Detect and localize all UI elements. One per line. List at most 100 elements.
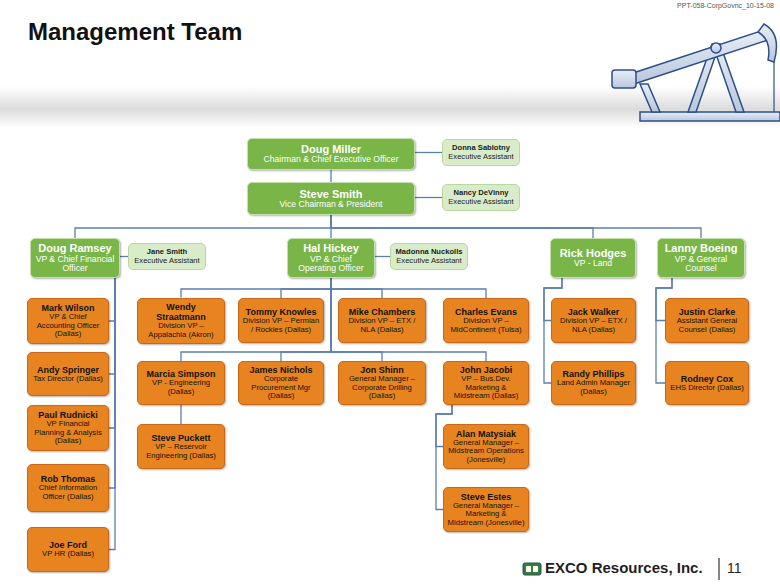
person-name: Jon Shinn (360, 365, 404, 375)
person-name: Doug Ramsey (38, 242, 111, 254)
executive-box: Hal HickeyVP & Chief Operating Officer (287, 238, 375, 278)
manager-box: Rodney CoxEHS Director (Dallas) (665, 361, 749, 405)
person-name: John Jacobi (460, 365, 513, 375)
job-title: Land Admin Manager (Dallas) (555, 379, 632, 396)
job-title: Division VP – Permian / Rockies (Dallas) (242, 317, 320, 334)
job-title: Vice Chairman & President (279, 200, 382, 210)
job-title: EHS Director (Dallas) (670, 384, 743, 393)
job-title: Executive Assistant (396, 257, 461, 266)
manager-box: Alan MatysiakGeneral Manager – Midstream… (443, 424, 529, 469)
manager-box: Jon ShinnGeneral Manager – Corporate Dri… (338, 361, 426, 405)
job-title: VP - Land (574, 259, 612, 269)
page-number: 11 (727, 560, 742, 576)
exco-logo (523, 563, 541, 575)
job-title: VP – Bus.Dev. Marketing & Midstream (Dal… (447, 375, 525, 401)
reporting-line (415, 197, 442, 198)
manager-box: Rob ThomasChief Information Officer (Dal… (27, 464, 109, 512)
job-title: Corporate Procurement Mgr (Dallas) (242, 375, 320, 401)
person-name: Alan Matysiak (456, 429, 516, 439)
job-title: VP – Reservoir Engineering (Dallas) (141, 443, 221, 460)
job-title: Division VP – Appalachia (Akron) (141, 322, 221, 339)
person-name: Doug Miller (301, 143, 361, 155)
reporting-line (375, 256, 390, 257)
manager-box: Mark WilsonVP & Chief Accounting Officer… (27, 298, 109, 344)
assistant-box: Jane SmithExecutive Assistant (128, 243, 206, 270)
job-title: Chairman & Chief Executive Officer (263, 155, 398, 165)
executive-box: Steve SmithVice Chairman & President (247, 182, 415, 215)
reporting-line (109, 278, 115, 321)
person-name: Mike Chambers (349, 307, 416, 317)
person-name: Steve Puckett (151, 433, 210, 443)
reporting-line (331, 278, 486, 298)
person-name: Jane Smith (147, 248, 188, 257)
person-name: Steve Smith (300, 188, 363, 200)
reporting-line (331, 215, 701, 238)
person-name: Andy Springer (37, 365, 99, 375)
manager-box: Marcia SimpsonVP - Engineering (Dallas) (137, 361, 225, 405)
reporting-line (180, 405, 181, 424)
person-name: James Nichols (249, 365, 312, 375)
executive-box: Lanny BoeingVP & General Counsel (657, 238, 745, 278)
person-name: Tommy Knowles (246, 307, 317, 317)
reporting-line (120, 256, 128, 257)
company-name: EXCO Resources, Inc. (545, 559, 703, 576)
person-name: Joe Ford (49, 540, 87, 550)
job-title: Division VP – ETX / NLA (Dallas) (342, 317, 422, 334)
person-name: Madonna Nuckolls (395, 248, 462, 257)
executive-box: Doug RamseyVP & Chief Financial Officer (30, 238, 120, 278)
reporting-line (109, 278, 115, 428)
reporting-line (415, 152, 442, 153)
job-title: Division VP – ETX / NLA (Dallas) (555, 317, 632, 334)
footer-separator (718, 558, 719, 580)
person-name: Wendy Straatmann (141, 302, 221, 322)
person-name: Marcia Simpson (146, 369, 215, 379)
manager-box: Steve PuckettVP – Reservoir Engineering … (137, 424, 225, 469)
person-name: Hal Hickey (303, 242, 359, 254)
manager-box: Randy PhillipsLand Admin Manager (Dallas… (551, 361, 636, 405)
person-name: Mark Wilson (42, 303, 95, 313)
job-title: Tax Director (Dallas) (33, 375, 103, 384)
manager-box: Steve EstesGeneral Manager – Marketing &… (443, 487, 529, 532)
job-title: VP & Chief Operating Officer (291, 255, 371, 274)
job-title: VP HR (Dallas) (42, 550, 94, 559)
job-title: VP & Chief Accounting Officer (Dallas) (31, 313, 105, 339)
header-band (0, 86, 780, 128)
person-name: Randy Phillips (562, 369, 624, 379)
job-title: General Manager – Midstream Operations (… (447, 439, 525, 465)
assistant-box: Nancy DeVinnyExecutive Assistant (442, 184, 520, 211)
job-title: Division VP – MidContinent (Tulsa) (447, 317, 525, 334)
job-title: VP & General Counsel (661, 255, 741, 274)
person-name: Nancy DeVinny (453, 189, 508, 198)
person-name: Rob Thomas (41, 474, 96, 484)
job-title: VP - Engineering (Dallas) (141, 379, 221, 396)
reporting-line (281, 278, 331, 298)
manager-box: Andy SpringerTax Director (Dallas) (27, 352, 109, 396)
manager-box: James NicholsCorporate Procurement Mgr (… (238, 361, 324, 405)
person-name: Paul Rudnicki (38, 410, 98, 420)
job-title: Executive Assistant (448, 153, 513, 162)
reporting-line (181, 278, 331, 298)
manager-box: Wendy StraatmannDivision VP – Appalachia… (137, 298, 225, 344)
job-title: Assistant General Counsel (Dallas) (669, 317, 745, 334)
pump-jack (612, 24, 780, 121)
job-title: VP Financial Planning & Analysis (Dallas… (31, 420, 105, 446)
executive-box: Rick HodgesVP - Land (550, 238, 636, 278)
manager-box: Tommy KnowlesDivision VP – Permian / Roc… (238, 298, 324, 343)
reporting-line (330, 170, 331, 182)
document-code: PPT-058-CorpGovnc_10-15-08 (677, 2, 774, 9)
executive-box: Doug MillerChairman & Chief Executive Of… (247, 138, 415, 170)
job-title: Chief Information Officer (Dallas) (31, 484, 105, 501)
reporting-line (109, 278, 115, 374)
person-name: Rodney Cox (681, 374, 734, 384)
job-title: Executive Assistant (448, 198, 513, 207)
manager-box: Charles EvansDivision VP – MidContinent … (443, 298, 529, 343)
job-title: VP & Chief Financial Officer (34, 255, 116, 274)
reporting-line (331, 215, 593, 238)
manager-box: Jack WalkerDivision VP – ETX / NLA (Dall… (551, 298, 636, 343)
person-name: Jack Walker (568, 307, 620, 317)
slide-title: Management Team (28, 18, 242, 46)
person-name: Steve Estes (461, 492, 512, 502)
reporting-line (75, 215, 331, 238)
